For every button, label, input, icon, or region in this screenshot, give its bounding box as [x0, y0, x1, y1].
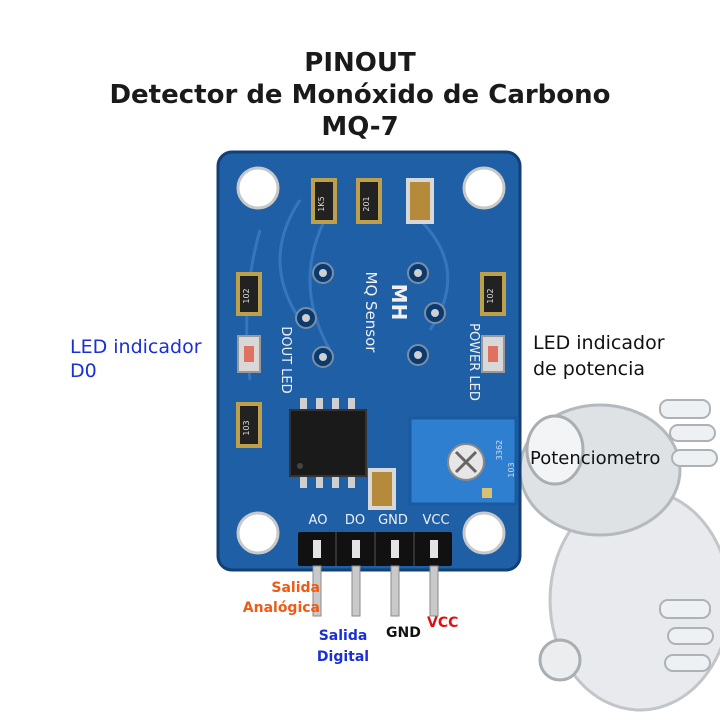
led-power	[481, 335, 505, 373]
title-device: Detector de Monóxido de Carbono	[109, 80, 611, 110]
label-analog-output: Salida Analógica	[222, 578, 320, 618]
resistor-mark: 201	[362, 196, 371, 211]
title-model: MQ-7	[321, 112, 399, 142]
label-led-do: LED indicador D0	[70, 335, 202, 383]
power-silkscreen: POWER LED	[466, 323, 481, 401]
led-do	[237, 335, 261, 373]
label-analog-line1: Salida	[271, 580, 320, 596]
pin-label-do: DO	[345, 513, 365, 528]
label-led-power: LED indicador de potencia	[533, 330, 665, 382]
label-led-power-line2: de potencia	[533, 358, 646, 380]
label-led-do-line2: D0	[70, 360, 97, 382]
label-digital-line1: Salida	[318, 628, 368, 644]
resistor-mark: 1K5	[317, 196, 326, 211]
sensor-silkscreen: MQ Sensor	[362, 272, 380, 354]
label-digital-line2: Digital	[316, 649, 370, 665]
resistor-mark: 102	[486, 288, 495, 303]
board-logo: MH	[387, 284, 411, 321]
ic-chip	[289, 398, 367, 488]
label-digital-output: Salida Digital	[312, 626, 374, 668]
pin-label-gnd: GND	[378, 513, 408, 528]
label-vcc: VCC	[427, 615, 459, 631]
resistor-mark: 102	[242, 288, 251, 303]
label-led-power-line1: LED indicador	[533, 332, 665, 354]
label-led-do-line1: LED indicador	[70, 336, 202, 358]
potentiometer	[408, 416, 518, 506]
mounting-hole	[236, 166, 506, 555]
label-analog-line2: Analógica	[242, 600, 320, 616]
pin-label-ao: AO	[309, 513, 328, 528]
title-pinout: PINOUT	[304, 48, 416, 78]
robot-mascot	[518, 399, 720, 712]
pin-label-vcc: VCC	[422, 513, 449, 528]
header-pins	[298, 532, 452, 617]
pot-mark: 3362	[495, 440, 504, 460]
resistor-mark: 103	[242, 420, 251, 435]
pot-mark: 103	[507, 462, 516, 477]
label-gnd: GND	[386, 625, 421, 641]
label-potentiometer: Potenciometro	[530, 448, 661, 469]
smd-resistor	[236, 178, 506, 510]
dout-silkscreen: DOUT LED	[278, 326, 293, 393]
